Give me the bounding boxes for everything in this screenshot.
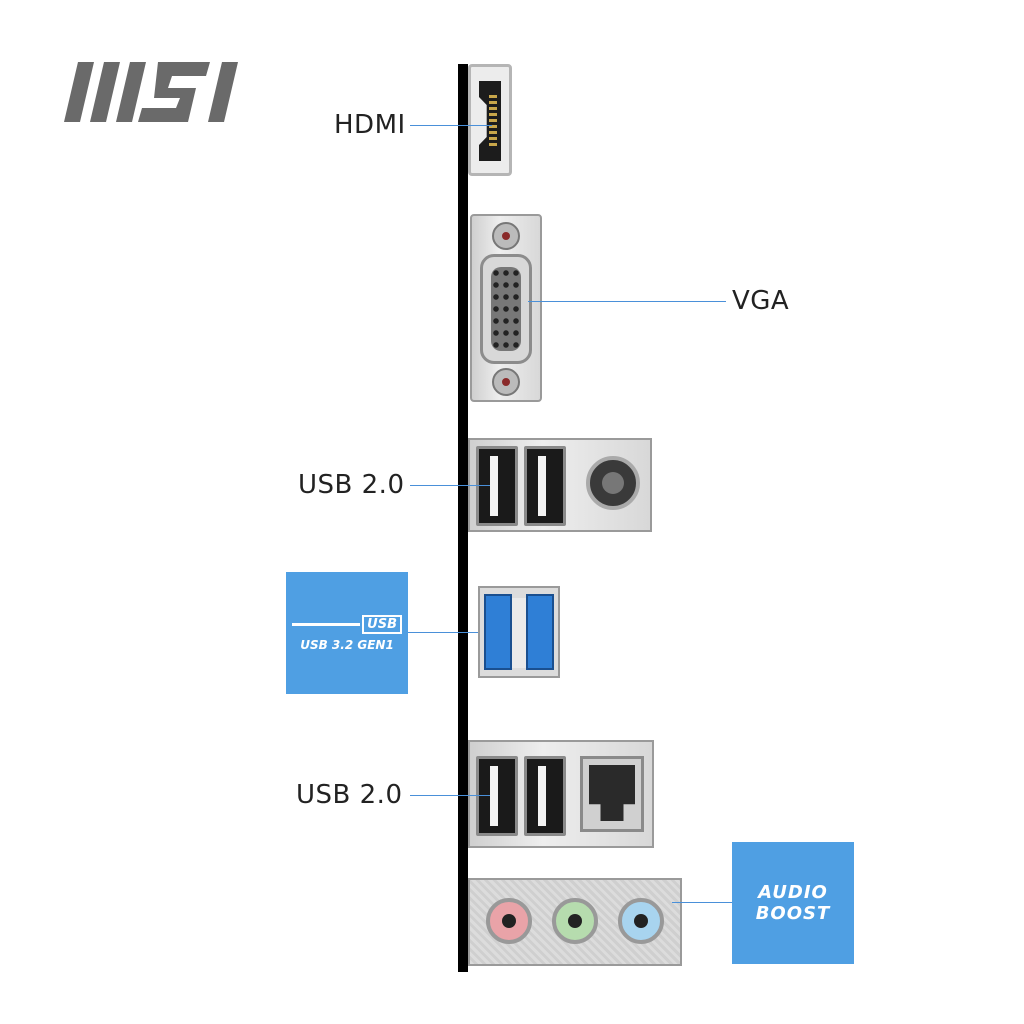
usb32-leader (408, 632, 494, 633)
usb-logo-line: USB (292, 614, 402, 634)
audio-jacks (468, 878, 682, 966)
audio-boost-line1: AUDIO (758, 882, 828, 903)
usb2-lan-block (468, 740, 654, 848)
usb32-badge: USB USB 3.2 GEN1 (286, 572, 408, 694)
audio-jack-green (552, 898, 598, 944)
usb-a-port (524, 756, 566, 836)
ps2-port (586, 456, 640, 510)
msi-logo (64, 62, 238, 122)
vga-label: VGA (732, 286, 790, 316)
usb-a-port (524, 446, 566, 526)
usb2-ps2-block (468, 438, 652, 532)
hdmi-leader (410, 125, 492, 126)
usb32-badge-line1: USB (362, 614, 402, 634)
vga-port (470, 214, 542, 402)
audio-jack-pink (486, 898, 532, 944)
usb20-bottom-label: USB 2.0 (296, 780, 403, 810)
hdmi-label: HDMI (334, 110, 406, 140)
hdmi-port (468, 64, 512, 176)
io-bracket (458, 64, 468, 972)
audio-boost-line2: BOOST (755, 903, 831, 924)
usb32-ports (478, 586, 560, 678)
usb32-badge-line2: USB 3.2 GEN1 (300, 637, 394, 652)
ethernet-port (580, 756, 644, 832)
usb20-top-leader (410, 485, 490, 486)
usb20-bottom-leader (410, 795, 490, 796)
usb20-top-label: USB 2.0 (298, 470, 405, 500)
audio-jack-blue (618, 898, 664, 944)
screw-icon (492, 222, 520, 250)
audio-leader (672, 902, 732, 903)
screw-icon (492, 368, 520, 396)
vga-leader (528, 301, 726, 302)
usb-a-port (476, 756, 518, 836)
usb-a-port (476, 446, 518, 526)
audio-boost-badge: AUDIO BOOST (732, 842, 854, 964)
